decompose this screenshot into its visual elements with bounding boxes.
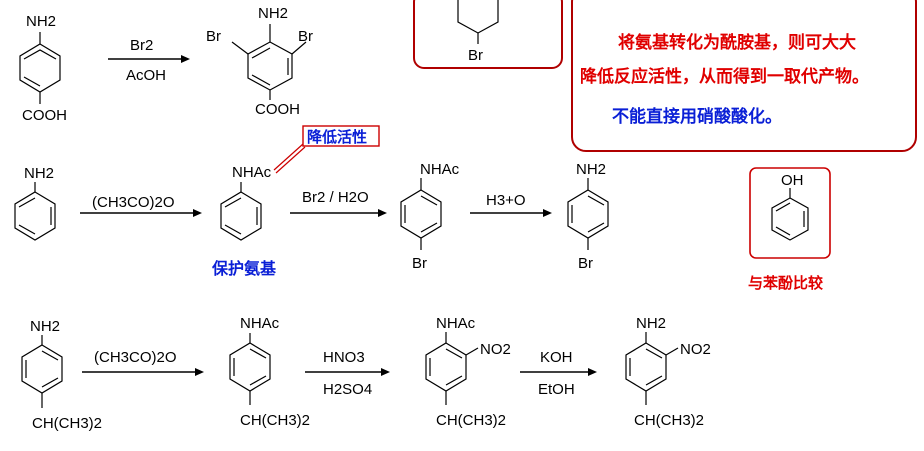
dibromo-product: NH2 Br Br COOH [206,5,313,118]
solvent-acetic-acid: AcOH [126,67,166,84]
nitro-label: NO2 [480,341,511,358]
callout-reduce-activity: 降低活性 [307,128,367,146]
reagent-acetic-anhydride: (CH3CO)2O [92,194,175,211]
acetamido-label: NHAc [436,315,476,332]
bromination-arrow: Br2 AcOH [108,37,190,84]
acetylation-arrow: (CH3CO)2O [80,194,202,217]
bromo-label: Br [468,47,483,64]
aniline: NH2 [14,165,56,241]
bromo-label: Br [412,255,427,272]
hydrolysis-arrow: H3+O [470,192,552,217]
bromo-left-label: Br [206,28,221,45]
amino-label: NH2 [258,5,288,22]
isopropylacetanilide: NHAc CH(CH3)2 [229,315,310,429]
bromination-arrow-2: Br2 / H2O [290,189,387,217]
isopropyl-label: CH(CH3)2 [436,412,506,429]
nitro-label: NO2 [680,341,711,358]
acetamido-label: NHAc [232,164,272,181]
acetamido-label: NHAc [420,161,460,178]
reagent-acid-hydrolysis: H3+O [486,192,526,209]
carboxyl-label: COOH [22,107,67,124]
amino-label: NH2 [24,165,54,182]
isopropyl-label: CH(CH3)2 [240,412,310,429]
isopropylaniline: NH2 CH(CH3)2 [21,318,102,432]
reagent-bromine: Br2 [130,37,153,54]
bromobenzene-box: Br [413,0,563,69]
note-box: 将氨基转化为酰胺基，则可大大 降低反应活性，从而得到一取代产物。 不能直接用硝酸… [571,0,917,152]
note-line-1: 将氨基转化为酰胺基，则可大大 [618,32,856,53]
reagent-sulfuric-acid: H2SO4 [323,381,372,398]
nitroaniline-product: NH2 NO2 CH(CH3)2 [625,315,711,429]
amino-label: NH2 [26,13,56,30]
acetanilide: NHAc 降低活性 保护氨基 [211,125,380,278]
reagent-potassium-hydroxide: KOH [540,349,573,366]
acetylation-arrow-2: (CH3CO)2O [82,349,204,376]
bromo-label: Br [578,255,593,272]
reagent-bromine-water: Br2 / H2O [302,189,369,206]
solvent-ethanol: EtOH [538,381,575,398]
amino-label: NH2 [636,315,666,332]
amino-label: NH2 [30,318,60,335]
isopropyl-label: CH(CH3)2 [634,412,704,429]
amino-label: NH2 [576,161,606,178]
bromoaniline: NH2 Br [567,161,609,272]
carboxyl-label: COOH [255,101,300,118]
phenol-box: OH 与苯酚比较 [748,167,831,292]
isopropyl-label: CH(CH3)2 [32,415,102,432]
caption-compare-phenol: 与苯酚比较 [748,274,823,292]
caption-protect-amino: 保护氨基 [211,259,277,278]
hydroxyl-label: OH [781,172,804,189]
nitration-arrow: HNO3 H2SO4 [305,349,390,398]
acetamido-label: NHAc [240,315,280,332]
nitro-acetanilide: NHAc NO2 CH(CH3)2 [425,315,511,429]
deprotection-arrow: KOH EtOH [520,349,597,398]
reagent-nitric-acid: HNO3 [323,349,365,366]
reagent-acetic-anhydride: (CH3CO)2O [94,349,177,366]
aminobenzoic-acid: NH2 COOH [19,13,67,124]
note-line-2: 降低反应活性，从而得到一取代产物。 [580,66,869,87]
bromo-right-label: Br [298,28,313,45]
bromoacetanilide: NHAc Br [400,161,460,272]
note-line-3: 不能直接用硝酸酸化。 [612,106,782,127]
